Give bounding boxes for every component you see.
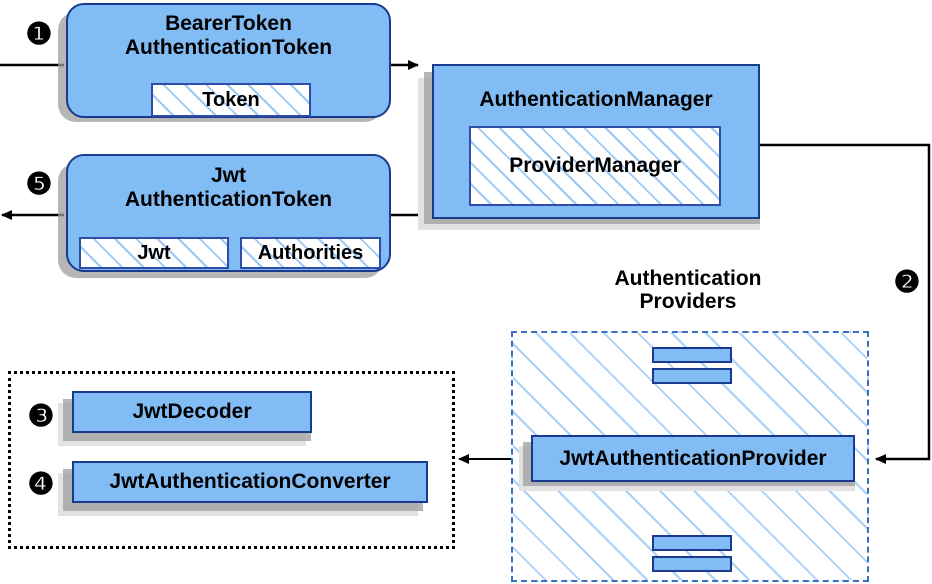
step-marker-2: ❷ <box>893 266 921 299</box>
bearer-token-node[interactable]: BearerToken AuthenticationToken Token <box>66 3 391 118</box>
bearer-token-title: BearerToken AuthenticationToken <box>124 12 333 59</box>
step-marker-5: ❺ <box>25 168 53 201</box>
jwt-authentication-provider-label: JwtAuthenticationProvider <box>559 446 827 470</box>
provider-stub-bar-top-1 <box>652 347 732 363</box>
authentication-providers-label: Authentication Providers <box>614 267 762 314</box>
bearer-token-slot-token: Token <box>151 83 311 117</box>
provider-stub-bar-bottom-2 <box>652 556 732 572</box>
step-marker-1: ❶ <box>25 18 53 51</box>
step-marker-4: ❹ <box>27 468 55 501</box>
jwt-token-slot-jwt: Jwt <box>79 237 229 269</box>
jwt-decoder-node[interactable]: JwtDecoder <box>72 391 312 433</box>
jwt-authentication-converter-node[interactable]: JwtAuthenticationConverter <box>72 461 428 503</box>
step-marker-3: ❸ <box>27 400 55 433</box>
jwt-token-slot-authorities: Authorities <box>240 237 381 269</box>
jwt-authentication-token-node[interactable]: Jwt AuthenticationToken Jwt Authorities <box>66 154 391 272</box>
jwt-decoder-label: JwtDecoder <box>132 400 252 423</box>
provider-stub-bar-bottom-1 <box>652 535 732 551</box>
jwt-authentication-converter-label: JwtAuthenticationConverter <box>109 470 391 493</box>
authentication-manager-title: AuthenticationManager <box>479 88 713 111</box>
authentication-manager-slot-provider-manager: ProviderManager <box>469 126 721 206</box>
jwt-token-title: Jwt AuthenticationToken <box>124 164 333 211</box>
provider-stub-bar-top-2 <box>652 368 732 384</box>
support-components-container <box>8 371 455 549</box>
jwt-authentication-provider-node[interactable]: JwtAuthenticationProvider <box>531 435 855 482</box>
authentication-manager-node[interactable]: AuthenticationManager ProviderManager <box>432 64 760 219</box>
